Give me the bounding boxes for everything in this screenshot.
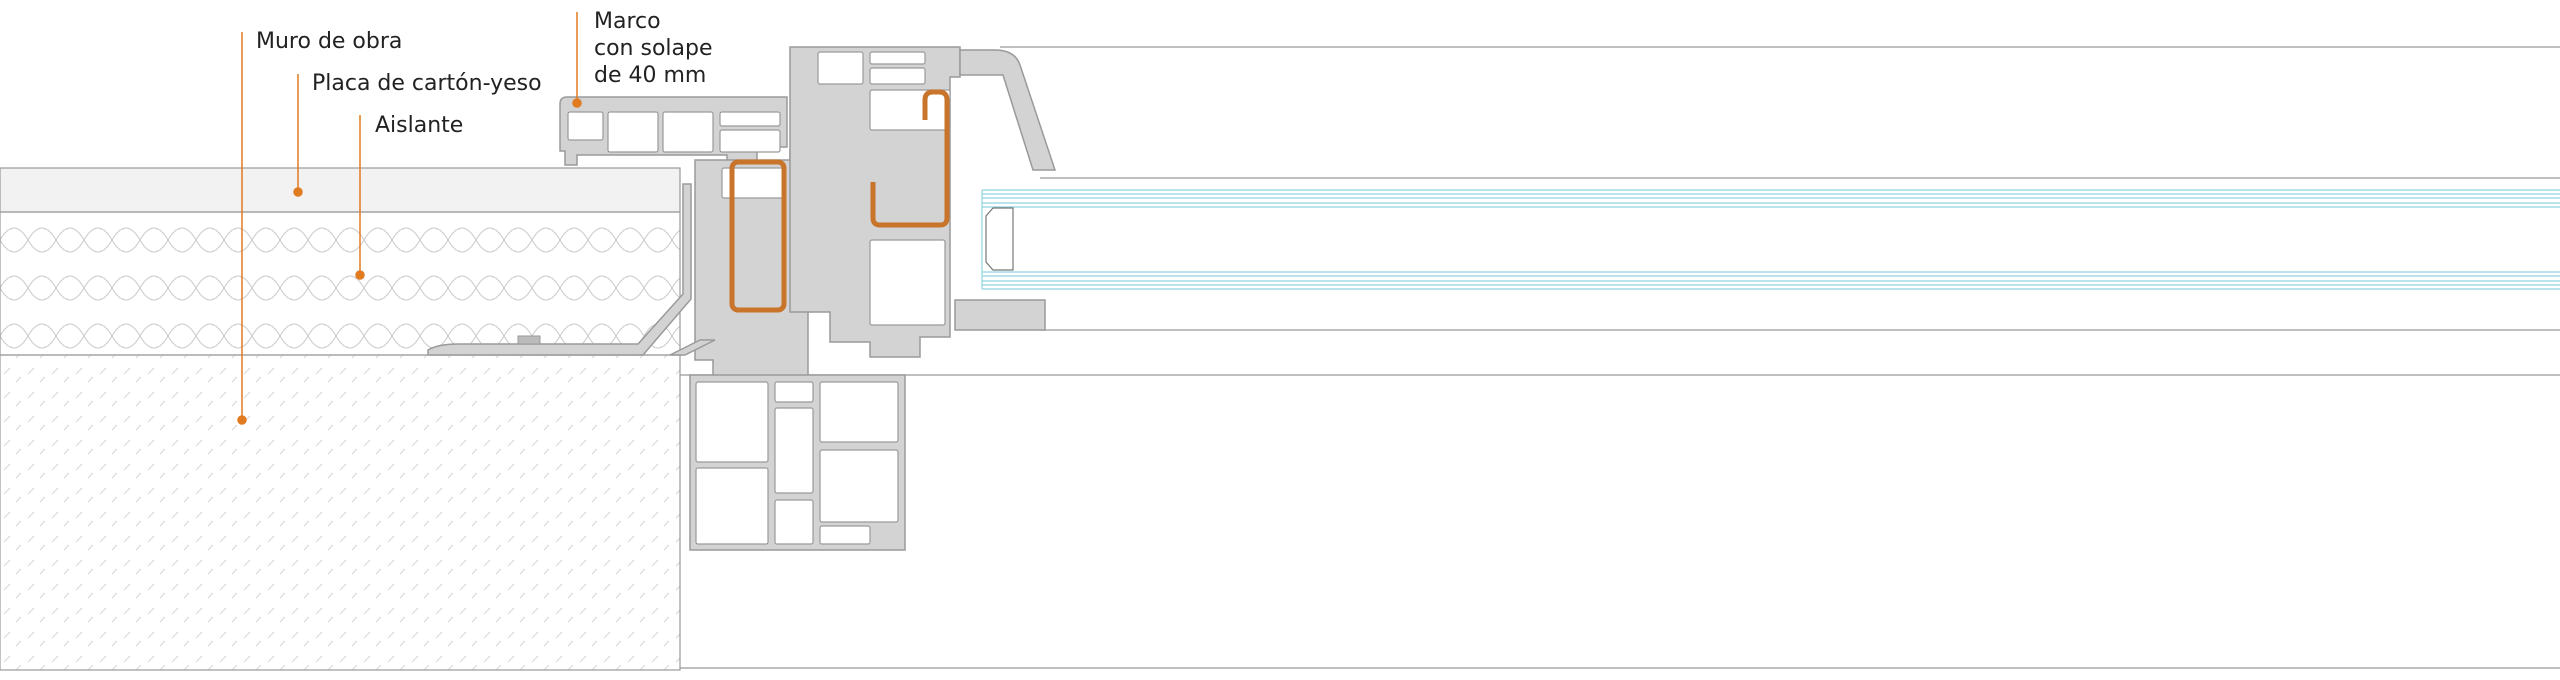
glazing-spacer — [985, 207, 1014, 271]
label-plasterboard: Placa de cartón-yeso — [312, 71, 542, 96]
reveal-lines — [680, 46, 2560, 669]
reinforcement-left — [729, 159, 787, 313]
reinforcement-right — [870, 89, 950, 228]
label-frame-line1: Marco — [594, 9, 661, 34]
glazing-unit — [981, 189, 2560, 290]
label-frame-line2: con solape — [594, 36, 713, 61]
label-frame-line3: de 40 mm — [594, 63, 707, 88]
masonry-layer — [0, 354, 681, 671]
label-masonry-wall: Muro de obra — [256, 29, 403, 54]
label-insulation: Aislante — [375, 113, 464, 138]
plasterboard-layer — [0, 167, 681, 213]
leader-lines — [237, 12, 582, 425]
label-frame: Marco con solape de 40 mm — [594, 8, 713, 89]
insulation-layer — [0, 211, 681, 356]
